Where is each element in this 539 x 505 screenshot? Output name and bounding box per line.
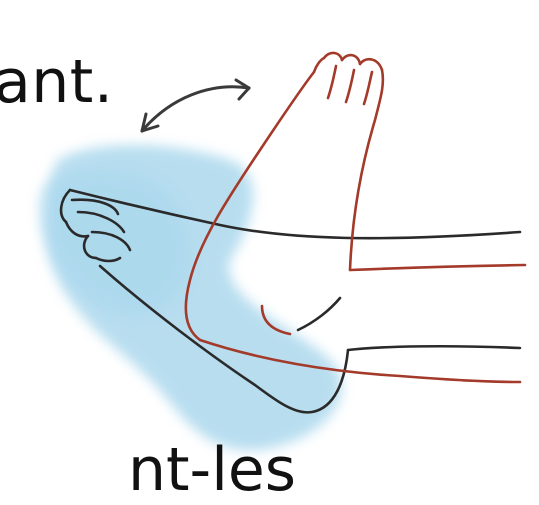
caption-text-bottom: nt-les bbox=[128, 440, 296, 500]
caption-text-top: ant. bbox=[0, 52, 113, 112]
double-arrow-icon bbox=[142, 80, 249, 131]
